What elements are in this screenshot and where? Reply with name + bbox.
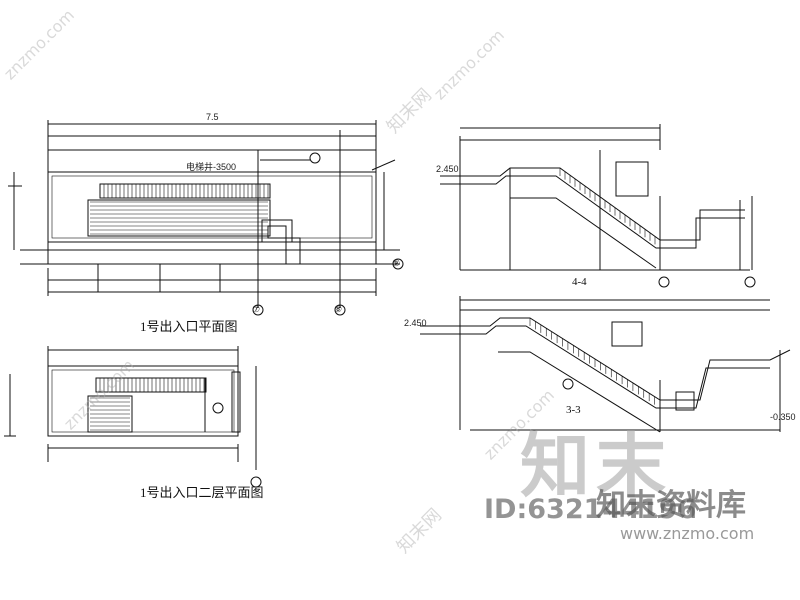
axis-marker-9: ⑨ (392, 258, 401, 268)
axis-marker-7: ⑦ (252, 304, 261, 314)
dim-total-top: 7.5 (206, 112, 219, 122)
dim-escalator: 电梯井-3500 (186, 162, 237, 172)
watermark-site: 知末资料库 (596, 488, 746, 523)
section-3-title: 3-3 (566, 404, 581, 416)
section-4-title: 4-4 (572, 276, 587, 288)
watermark-id: ID:632144196 (484, 494, 697, 525)
axis-marker-8: ⑧ (334, 304, 343, 314)
section-3-3 (420, 296, 791, 433)
lower-plan (4, 346, 262, 488)
elev-left: 2.450 (436, 164, 459, 174)
watermark-brand: 知末 (520, 425, 672, 507)
elev-right: 2.450 (404, 318, 427, 328)
plan-upper-title: 1号出入口平面图 (140, 319, 238, 334)
elev-low: -0.350 (770, 412, 796, 422)
plan-lower-title: 1号出入口二层平面图 (140, 485, 264, 500)
section-4-4 (440, 124, 756, 288)
upper-plan (8, 120, 404, 316)
watermark-url: www.znzmo.com (620, 524, 755, 543)
